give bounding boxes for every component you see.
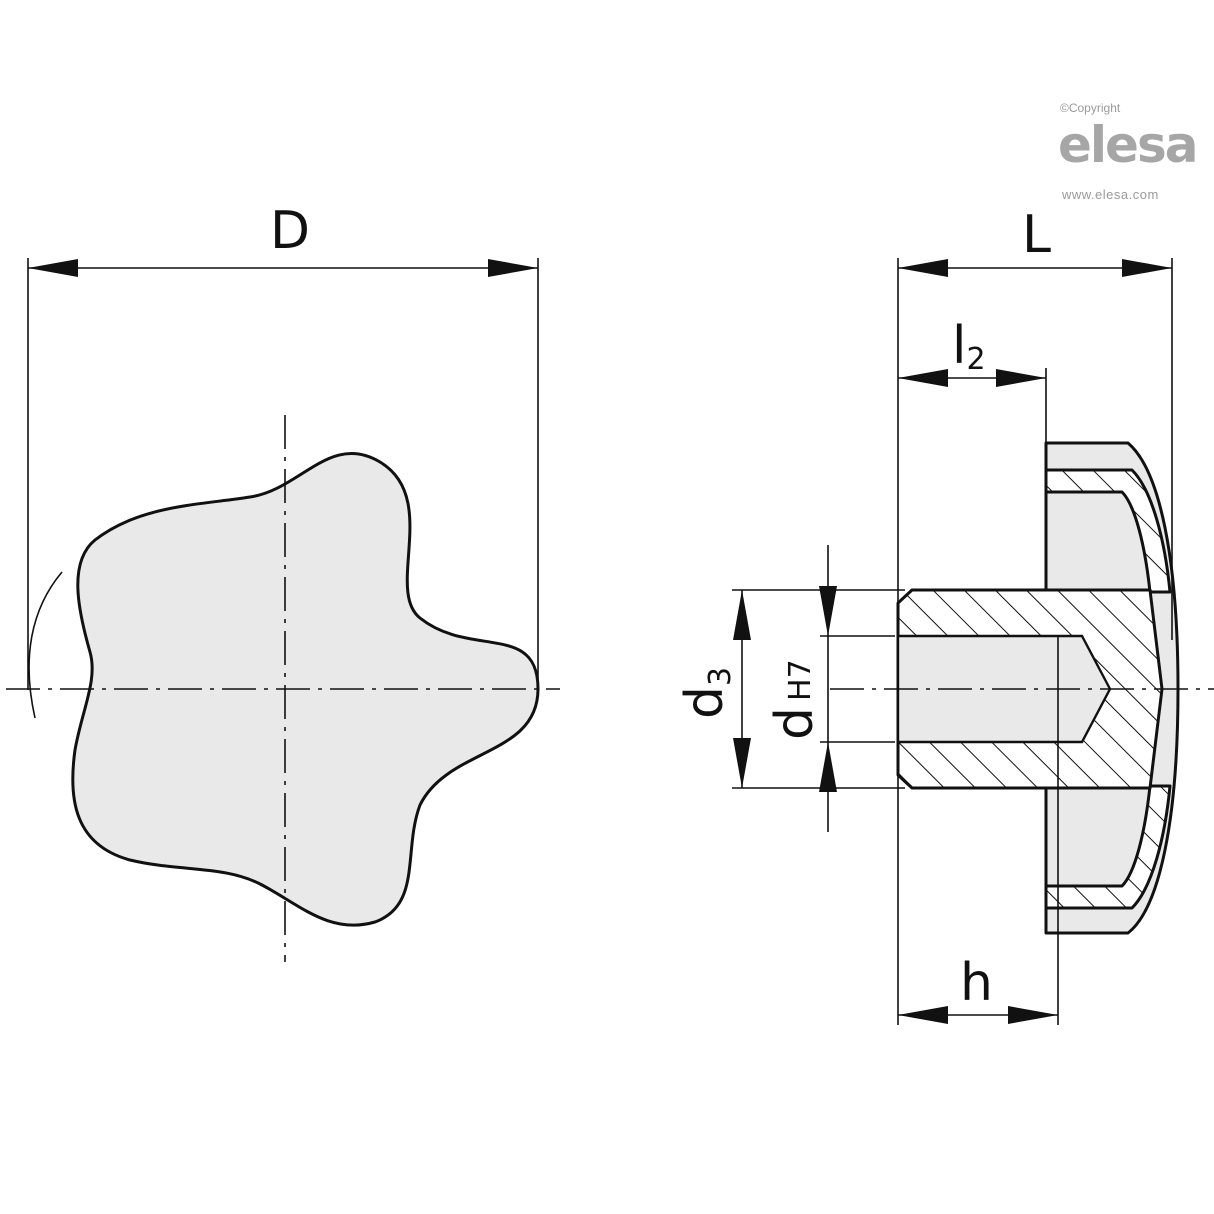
- dimension-label-d3: d3: [675, 667, 738, 719]
- d-subscript: H7: [783, 659, 818, 701]
- arrowhead-L-left: [898, 259, 948, 277]
- elesa-branding: ©Copyright elesa www.elesa.com: [1058, 101, 1198, 202]
- arrowhead-d3-bottom: [733, 738, 751, 788]
- arrowhead-l2-right: [996, 369, 1046, 387]
- side-section-view: L l2 h d3 dH7: [675, 205, 1214, 1025]
- d3-base: d: [675, 686, 735, 719]
- arrowhead-h-right: [1008, 1006, 1058, 1024]
- d-base: d: [765, 707, 825, 740]
- arrowhead-h-left: [898, 1006, 948, 1024]
- dimension-label-D: D: [270, 201, 310, 261]
- front-view: D: [6, 201, 560, 962]
- arrowhead-L-right: [1122, 259, 1172, 277]
- copyright-text: ©Copyright: [1060, 101, 1121, 115]
- elesa-logo: elesa: [1058, 116, 1196, 174]
- dimension-label-l2: l2: [952, 316, 986, 377]
- l2-subscript: 2: [966, 342, 985, 377]
- lower-shell-section: [1044, 784, 1172, 910]
- arrowhead-D-left: [28, 259, 78, 277]
- dimension-label-h: h: [960, 953, 993, 1013]
- website-url: www.elesa.com: [1061, 187, 1159, 202]
- d3-subscript: 3: [703, 667, 738, 686]
- dimension-label-L: L: [1022, 205, 1051, 265]
- arrowhead-d-bottom: [819, 742, 837, 792]
- upper-shell-section: [1044, 468, 1172, 594]
- l2-base: l: [952, 316, 966, 376]
- arrowhead-l2-left: [898, 369, 948, 387]
- arrowhead-D-right: [488, 259, 538, 277]
- hidden-contour-arc: [28, 571, 63, 719]
- arrowhead-d3-top: [733, 590, 751, 640]
- dimension-label-d: d H7: [765, 659, 825, 740]
- arrowhead-d-top: [819, 586, 837, 636]
